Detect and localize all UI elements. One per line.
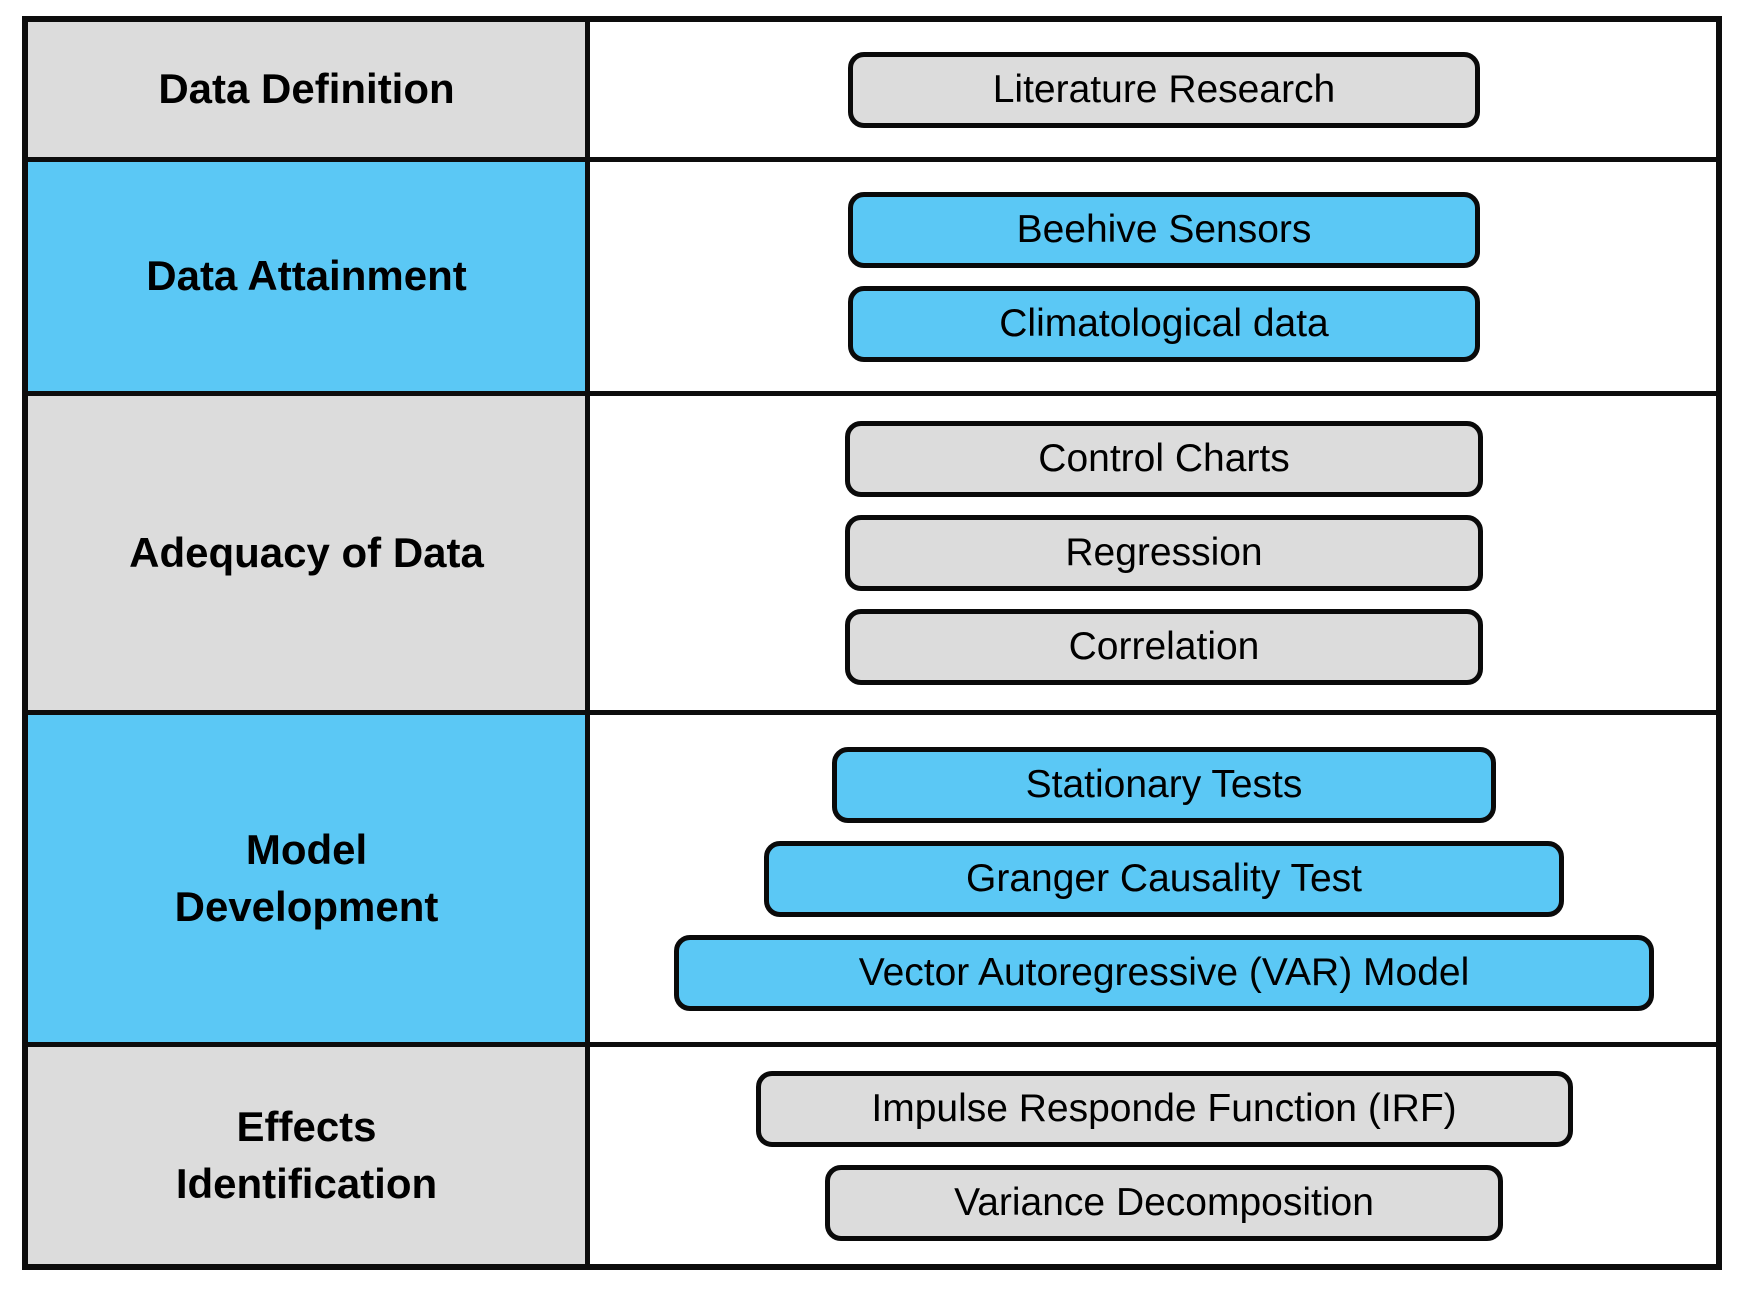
method-label: Control Charts [1038, 437, 1290, 480]
stage-label: Adequacy of Data [129, 528, 484, 576]
method-label: Impulse Responde Function (IRF) [871, 1086, 1457, 1130]
methods-cell-effects-identification: Impulse Responde Function (IRF) Variance… [590, 1047, 1716, 1264]
method-box-climatological-data: Climatological data [848, 285, 1480, 362]
method-box-stationary-tests: Stationary Tests [832, 746, 1496, 823]
method-box-variance-decomposition: Variance Decomposition [825, 1164, 1503, 1241]
method-label: Correlation [1068, 625, 1260, 668]
table-row-data-attainment: Data Attainment Beehive Sensors Climatol… [28, 162, 1716, 396]
methods-cell-adequacy-of-data: Control Charts Regression Correlation [590, 396, 1716, 710]
diagram-table: Data Definition Literature Research Data… [22, 16, 1722, 1270]
stage-cell-model-development: Model Development [28, 715, 590, 1042]
method-label: Vector Autoregressive (VAR) Model [858, 950, 1470, 994]
table-row-model-development: Model Development Stationary Tests Grang… [28, 715, 1716, 1047]
method-label: Beehive Sensors [1016, 207, 1312, 251]
stage-label: Effects Identification [175, 1102, 438, 1207]
method-label: Regression [1065, 531, 1263, 574]
method-box-vector-autoregressive-model: Vector Autoregressive (VAR) Model [674, 934, 1654, 1011]
method-box-correlation: Correlation [845, 609, 1483, 685]
method-label: Variance Decomposition [954, 1180, 1374, 1224]
stage-cell-adequacy-of-data: Adequacy of Data [28, 396, 590, 710]
method-box-control-charts: Control Charts [845, 421, 1483, 497]
table-row-effects-identification: Effects Identification Impulse Responde … [28, 1047, 1716, 1264]
method-label: Literature Research [992, 67, 1336, 111]
method-box-beehive-sensors: Beehive Sensors [848, 191, 1480, 268]
table-row-adequacy-of-data: Adequacy of Data Control Charts Regressi… [28, 396, 1716, 715]
stage-label: Data Definition [158, 65, 455, 113]
table-row-data-definition: Data Definition Literature Research [28, 22, 1716, 162]
method-box-regression: Regression [845, 515, 1483, 591]
method-label: Climatological data [999, 301, 1329, 345]
method-box-granger-causality-test: Granger Causality Test [764, 840, 1564, 917]
stage-label: Data Attainment [146, 252, 467, 300]
stage-cell-effects-identification: Effects Identification [28, 1047, 590, 1264]
methods-cell-data-attainment: Beehive Sensors Climatological data [590, 162, 1716, 391]
stage-cell-data-definition: Data Definition [28, 22, 590, 157]
stage-label: Model Development [174, 825, 439, 930]
method-box-impulse-response-function: Impulse Responde Function (IRF) [755, 1070, 1573, 1147]
method-label: Stationary Tests [1025, 762, 1303, 806]
methods-cell-data-definition: Literature Research [590, 22, 1716, 157]
method-box-literature-research: Literature Research [848, 51, 1480, 128]
methods-cell-model-development: Stationary Tests Granger Causality Test … [590, 715, 1716, 1042]
method-label: Granger Causality Test [966, 856, 1362, 900]
stage-cell-data-attainment: Data Attainment [28, 162, 590, 391]
